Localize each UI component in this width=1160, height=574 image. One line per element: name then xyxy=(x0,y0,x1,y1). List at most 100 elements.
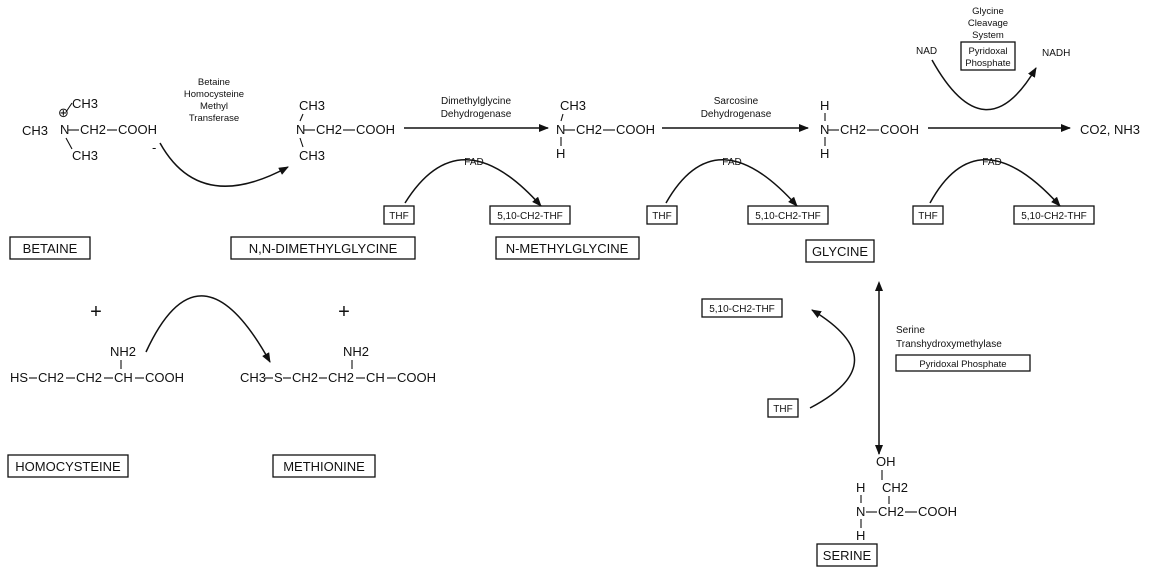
svg-text:HS: HS xyxy=(10,370,28,385)
svg-text:THF: THF xyxy=(652,211,671,222)
svg-text:CH2: CH2 xyxy=(576,122,602,137)
svg-text:CH2: CH2 xyxy=(38,370,64,385)
svg-text:THF: THF xyxy=(918,211,937,222)
svg-text:CH2: CH2 xyxy=(316,122,342,137)
thf-box-3: THF xyxy=(912,205,944,225)
betaine-ch2: CH2 xyxy=(80,122,106,137)
fad-label-1: FAD xyxy=(464,157,483,168)
mthf-box-shmt: 5,10-CH2-THF xyxy=(701,298,783,318)
svg-text:N,N-DIMETHYLGLYCINE: N,N-DIMETHYLGLYCINE xyxy=(249,241,398,256)
svg-text:S: S xyxy=(274,370,283,385)
svg-text:COOH: COOH xyxy=(356,122,395,137)
svg-text:COOH: COOH xyxy=(918,504,957,519)
svg-text:Homocysteine: Homocysteine xyxy=(184,89,244,100)
thf-box-1: THF xyxy=(383,205,415,225)
svg-text:CH2: CH2 xyxy=(878,504,904,519)
svg-text:CH: CH xyxy=(114,370,133,385)
serine-name-box: SERINE xyxy=(816,543,878,567)
svg-text:NH2: NH2 xyxy=(343,344,369,359)
svg-text:H: H xyxy=(856,480,865,495)
svg-text:Pyridoxal: Pyridoxal xyxy=(968,46,1007,57)
glycine-structure: H N CH2 COOH H xyxy=(820,98,919,161)
nadh-label: NADH xyxy=(1042,48,1070,59)
homocysteine-name-box: HOMOCYSTEINE xyxy=(7,454,129,478)
dmgdh-enzyme-label-line1: Dimethylglycine xyxy=(441,96,511,107)
svg-text:System: System xyxy=(972,30,1004,41)
svg-text:H: H xyxy=(820,98,829,113)
nad-to-nadh-arrow xyxy=(931,59,1037,111)
svg-text:Betaine: Betaine xyxy=(198,77,230,88)
svg-text:Glycine: Glycine xyxy=(972,6,1004,17)
svg-text:N: N xyxy=(856,504,865,519)
shmt-enzyme-label-line1: Serine xyxy=(896,325,925,336)
betaine-structure: CH3 CH3 N ⊕ CH2 COOH - CH3 xyxy=(22,96,157,163)
homocysteine-to-methionine-arrow xyxy=(145,295,271,363)
svg-text:CH2: CH2 xyxy=(328,370,354,385)
betaine-name-box: BETAINE xyxy=(9,236,91,260)
svg-text:SERINE: SERINE xyxy=(823,548,872,563)
betaine-ch3-top: CH3 xyxy=(72,96,98,111)
svg-text:5,10-CH2-THF: 5,10-CH2-THF xyxy=(709,304,775,315)
svg-text:N: N xyxy=(296,122,305,137)
svg-text:N: N xyxy=(820,122,829,137)
thf-to-mthf-arrow-3 xyxy=(929,159,1061,207)
betaine-ch3-bottom: CH3 xyxy=(72,148,98,163)
gcs-enzyme-label: Glycine Cleavage System xyxy=(968,6,1008,41)
thf-to-mthf-arrow-2 xyxy=(665,159,798,207)
betaine-nitrogen: N xyxy=(60,122,69,137)
svg-text:N-METHYLGLYCINE: N-METHYLGLYCINE xyxy=(506,241,629,256)
svg-text:THF: THF xyxy=(389,211,408,222)
svg-text:BETAINE: BETAINE xyxy=(23,241,78,256)
svg-text:H: H xyxy=(856,528,865,543)
sardh-enzyme-label-line2: Dehydrogenase xyxy=(701,109,772,120)
svg-text:HOMOCYSTEINE: HOMOCYSTEINE xyxy=(15,459,121,474)
svg-text:NH2: NH2 xyxy=(110,344,136,359)
svg-text:H: H xyxy=(820,146,829,161)
svg-text:COOH: COOH xyxy=(397,370,436,385)
bhmt-curved-arrow xyxy=(159,142,289,187)
plus-sign-2: + xyxy=(338,301,350,323)
co2-product: CO2, NH3 xyxy=(1080,122,1140,137)
homocysteine-structure: NH2 HS CH2 CH2 CH COOH xyxy=(10,344,184,385)
svg-text:THF: THF xyxy=(773,404,792,415)
nad-label: NAD xyxy=(916,46,937,57)
svg-text:CH2: CH2 xyxy=(882,480,908,495)
svg-text:Methyl: Methyl xyxy=(200,101,228,112)
thf-box-shmt: THF xyxy=(767,398,799,418)
svg-text:CH3: CH3 xyxy=(299,148,325,163)
thf-to-mthf-arrow-1 xyxy=(404,159,542,207)
svg-text:5,10-CH2-THF: 5,10-CH2-THF xyxy=(1021,211,1087,222)
shmt-enzyme-label-line2: Transhydroxymethylase xyxy=(896,339,1002,350)
svg-text:CH3: CH3 xyxy=(560,98,586,113)
svg-text:Phosphate: Phosphate xyxy=(965,58,1010,69)
mthf-box-2: 5,10-CH2-THF xyxy=(747,205,829,225)
serine-structure: OH CH2 H N CH2 COOH H xyxy=(856,454,957,543)
thf-to-mthf-shmt-arrow xyxy=(809,309,856,409)
sardh-enzyme-label-line1: Sarcosine xyxy=(714,96,759,107)
svg-text:METHIONINE: METHIONINE xyxy=(283,459,365,474)
svg-text:CH2: CH2 xyxy=(76,370,102,385)
glycine-name-box: GLYCINE xyxy=(805,239,875,263)
betaine-negative-charge: - xyxy=(152,140,156,155)
dmg-name-box: N,N-DIMETHYLGLYCINE xyxy=(230,236,416,260)
betaine-positive-charge: ⊕ xyxy=(58,105,69,120)
betaine-cooh: COOH xyxy=(118,122,157,137)
svg-text:5,10-CH2-THF: 5,10-CH2-THF xyxy=(755,211,821,222)
dmgdh-enzyme-label-line2: Dehydrogenase xyxy=(441,109,512,120)
svg-text:CH: CH xyxy=(366,370,385,385)
mthf-box-1: 5,10-CH2-THF xyxy=(489,205,571,225)
svg-text:N: N xyxy=(556,122,565,137)
fad-label-2: FAD xyxy=(722,157,741,168)
shmt-plp-box: Pyridoxal Phosphate xyxy=(895,354,1031,372)
svg-text:CH3: CH3 xyxy=(299,98,325,113)
plus-sign-1: + xyxy=(90,301,102,323)
svg-text:COOH: COOH xyxy=(145,370,184,385)
nmg-structure: CH3 N CH2 COOH H xyxy=(556,98,655,161)
svg-text:CH2: CH2 xyxy=(292,370,318,385)
svg-text:GLYCINE: GLYCINE xyxy=(812,244,868,259)
svg-text:COOH: COOH xyxy=(616,122,655,137)
methionine-name-box: METHIONINE xyxy=(272,454,376,478)
dmg-structure: CH3 N CH2 COOH CH3 xyxy=(296,98,395,163)
svg-text:Cleavage: Cleavage xyxy=(968,18,1008,29)
